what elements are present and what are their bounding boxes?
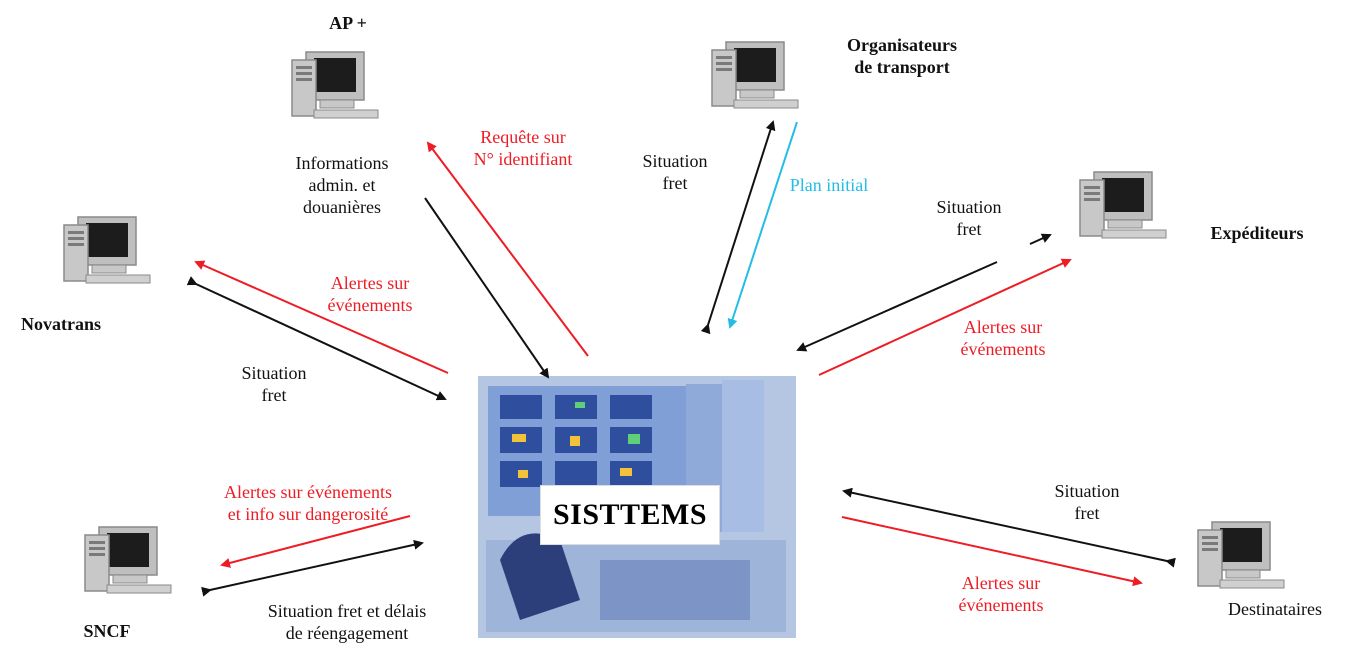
- ap-plus-computer-icon: [291, 51, 379, 119]
- label-alertes-expediteurs: Alertes sur événements: [960, 317, 1046, 359]
- arrow-plan-initial: [727, 121, 798, 329]
- node-organisateurs: Organisateurs de transport: [847, 35, 957, 77]
- arrow-alertes-dest: [841, 516, 1143, 587]
- arrow-requete: [426, 141, 589, 357]
- label-situation-fret-expediteurs: Situation fret: [936, 197, 1002, 239]
- node-novatrans: Novatrans: [21, 314, 101, 334]
- label-alertes-sncf: Alertes sur événements et info sur dange…: [224, 482, 392, 524]
- sisttems-label: SISTTEMS: [540, 485, 720, 545]
- destinataires-computer-icon: [1197, 521, 1285, 589]
- label-informations: Informations admin. et douanières: [295, 153, 389, 217]
- expediteurs-computer-icon: [1079, 171, 1167, 239]
- novatrans-computer-icon: [63, 216, 151, 284]
- label-plan-initial: Plan initial: [789, 175, 869, 195]
- label-situation-fret-organisateurs: Situation fret: [642, 151, 708, 193]
- label-situation-fret-sncf: Situation fret et délais de réengagement: [267, 601, 427, 643]
- sncf-computer-icon: [84, 526, 172, 594]
- node-ap-plus: AP +: [329, 13, 367, 33]
- arrow-situation-exp-in: [796, 261, 998, 352]
- label-requete: Requête sur N° identifiant: [473, 127, 573, 169]
- arrow-situation-org: [700, 120, 776, 335]
- arrow-alertes-exp: [818, 258, 1072, 376]
- arrow-situation-sncf: [201, 539, 424, 597]
- label-alertes-novatrans: Alertes sur événements: [327, 273, 413, 315]
- arrow-informations: [424, 197, 550, 379]
- arrow-situation-nova: [186, 276, 447, 401]
- label-situation-fret-novatrans: Situation fret: [241, 363, 307, 405]
- label-alertes-destinataires: Alertes sur événements: [958, 573, 1044, 615]
- arrow-situation-dest: [842, 487, 1176, 568]
- node-expediteurs: Expéditeurs: [1210, 223, 1304, 243]
- label-situation-fret-destinataires: Situation fret: [1054, 481, 1120, 523]
- organisateurs-computer-icon: [711, 41, 799, 109]
- arrow-situation-exp-out: [1029, 233, 1052, 245]
- node-sncf: SNCF: [83, 621, 131, 641]
- node-destinataires: Destinataires: [1228, 599, 1322, 619]
